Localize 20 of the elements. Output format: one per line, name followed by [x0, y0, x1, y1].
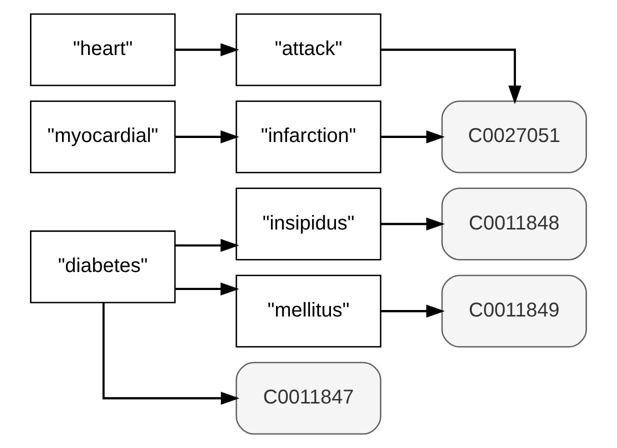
arrow — [380, 48, 522, 104]
node-box: "attack" — [236, 13, 382, 86]
arrow — [381, 218, 445, 230]
arrow — [175, 130, 240, 144]
node-box: C0011848 — [441, 188, 587, 260]
node-box: "mellitus" — [236, 274, 382, 348]
node-box: C0027051 — [441, 100, 587, 174]
arrow — [381, 130, 445, 144]
node-box: "myocardial" — [30, 100, 176, 174]
arrow — [102, 302, 240, 405]
node-box: "heart" — [30, 13, 176, 86]
arrow — [175, 43, 240, 56]
arrow — [175, 238, 240, 252]
arrow — [381, 304, 445, 318]
node-box: "insipidus" — [236, 188, 382, 260]
node-box: "diabetes" — [30, 230, 176, 304]
arrow — [175, 282, 240, 296]
node-box: C0011847 — [236, 362, 382, 435]
node-box: "infarction" — [236, 100, 382, 174]
node-box: C0011849 — [441, 274, 587, 348]
